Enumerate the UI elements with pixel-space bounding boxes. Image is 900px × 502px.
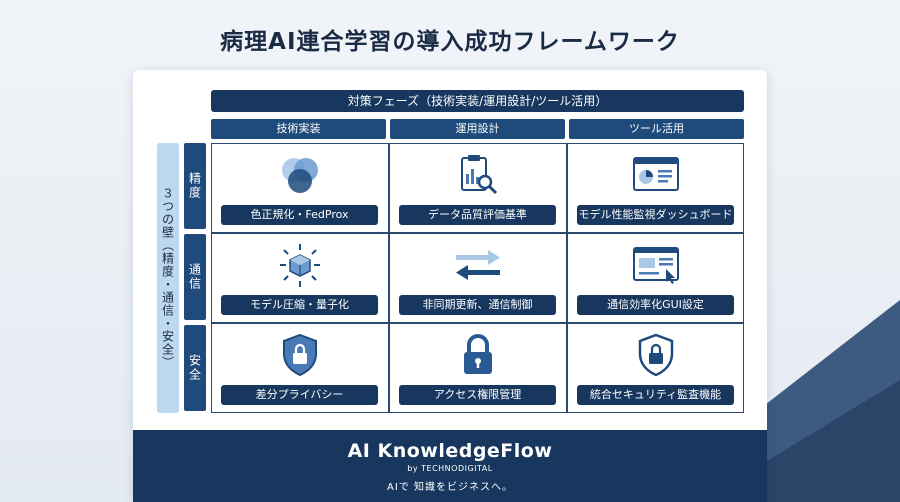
cell-security-tech: 差分プライバシー — [211, 323, 388, 413]
cell-communication-tools: 通信効率化GUI設定 — [567, 233, 744, 323]
column-header-tech: 技術実装 — [211, 119, 386, 139]
cell-label: モデル圧縮・量子化 — [221, 295, 378, 315]
cell-label: 通信効率化GUI設定 — [577, 295, 734, 315]
grid-divider — [566, 143, 568, 413]
gui-settings-icon — [628, 241, 684, 289]
grid-divider — [388, 143, 390, 413]
row-label-security-text: 安全 — [187, 354, 202, 382]
three-walls-text: ３つの壁（精度・通信・安全） — [160, 187, 175, 369]
cell-label: モデル性能監視ダッシュボード — [577, 205, 734, 225]
column-header-ops: 運用設計 — [390, 119, 565, 139]
three-walls-label: ３つの壁（精度・通信・安全） — [157, 143, 179, 413]
row-label-communication-text: 通信 — [187, 263, 202, 291]
cell-accuracy-ops: データ品質評価基準 — [389, 143, 566, 233]
cell-label: 差分プライバシー — [221, 385, 378, 405]
cell-label: 非同期更新、通信制御 — [399, 295, 556, 315]
cell-accuracy-tools: モデル性能監視ダッシュボード — [567, 143, 744, 233]
cell-label: アクセス権限管理 — [399, 385, 556, 405]
cell-label: 統合セキュリティ監査機能 — [577, 385, 734, 405]
footer-banner: AI KnowledgeFlow by TECHNODIGITAL AIで 知識… — [133, 430, 767, 502]
brand-name: AI KnowledgeFlow — [347, 440, 553, 462]
cell-label: データ品質評価基準 — [399, 205, 556, 225]
row-label-accuracy-text: 精度 — [187, 172, 202, 200]
sync-arrows-icon — [450, 241, 506, 289]
padlock-icon — [450, 331, 506, 379]
cell-communication-ops: 非同期更新、通信制御 — [389, 233, 566, 323]
row-label-communication: 通信 — [184, 234, 206, 320]
cell-security-ops: アクセス権限管理 — [389, 323, 566, 413]
clipboard-search-icon — [450, 151, 506, 199]
cell-label: 色正規化・FedProx — [221, 205, 378, 225]
phase-header: 対策フェーズ（技術実装/運用設計/ツール活用） — [211, 90, 744, 112]
row-label-security: 安全 — [184, 325, 206, 411]
framework-grid — [211, 143, 744, 413]
shield-lock-icon — [628, 331, 684, 379]
grid-divider — [211, 232, 744, 234]
row-label-accuracy: 精度 — [184, 143, 206, 229]
grid-divider — [211, 322, 744, 324]
dashboard-icon — [628, 151, 684, 199]
cell-security-tools: 統合セキュリティ監査機能 — [567, 323, 744, 413]
cell-accuracy-tech: 色正規化・FedProx — [211, 143, 388, 233]
cell-communication-tech: モデル圧縮・量子化 — [211, 233, 388, 323]
shield-lock-icon — [272, 331, 328, 379]
brand-byline: by TECHNODIGITAL — [407, 464, 493, 473]
column-header-tools: ツール活用 — [569, 119, 744, 139]
compress-cube-icon — [272, 241, 328, 289]
brand-tagline: AIで 知識をビジネスへ。 — [387, 482, 513, 493]
page-title: 病理AI連合学習の導入成功フレームワーク — [220, 29, 680, 55]
venn-diagram-icon — [272, 151, 328, 199]
